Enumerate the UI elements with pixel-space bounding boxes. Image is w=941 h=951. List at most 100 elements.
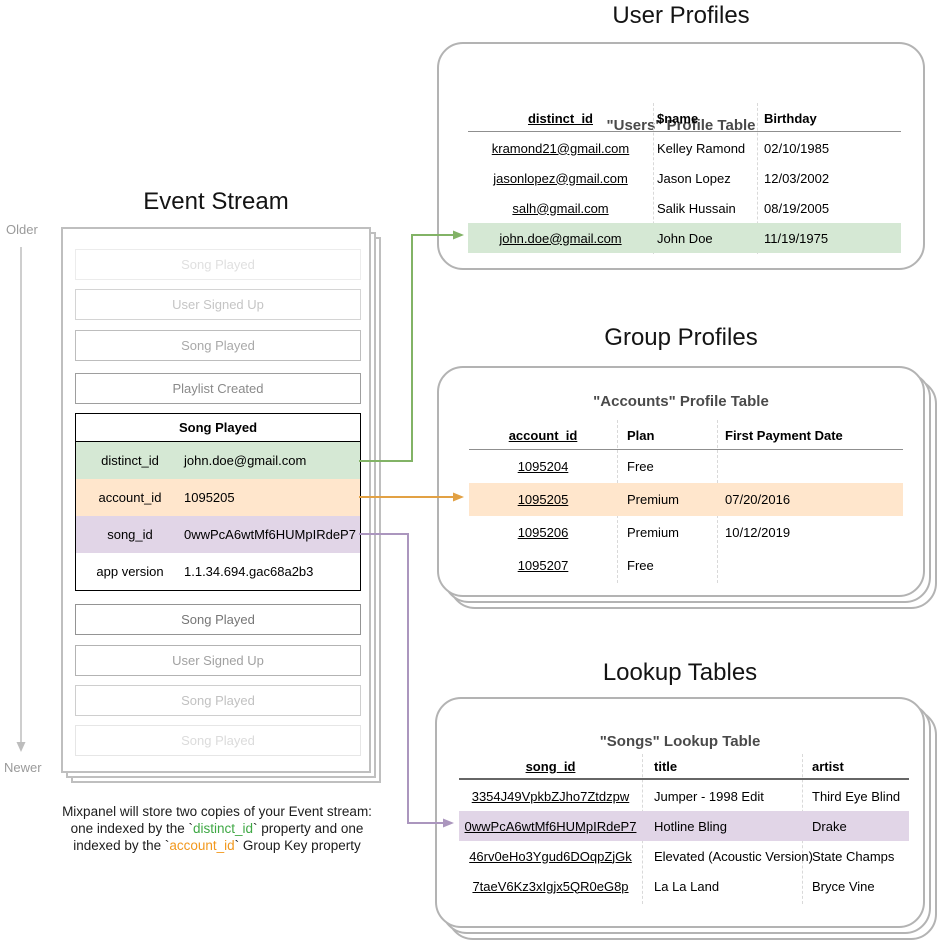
cell-title: La La Land: [654, 878, 720, 894]
group-profiles-title: Group Profiles: [604, 324, 758, 351]
cell-distinct-id: kramond21@gmail.com: [491, 140, 630, 156]
caption-line-2: one indexed by the `distinct_id` propert…: [70, 821, 364, 836]
newer-label: Newer: [4, 760, 42, 775]
event-box: Song Played: [75, 249, 361, 280]
accounts-profile-card: "Accounts" Profile Table account_id Plan…: [437, 366, 925, 597]
cell-plan: Free: [627, 558, 654, 573]
property-key: distinct_id: [101, 453, 159, 468]
column-header: Birthday: [764, 110, 817, 126]
table-row: 1095204 Free: [469, 450, 903, 483]
cell-plan: Premium: [627, 525, 680, 540]
cell-artist: Drake: [812, 818, 847, 834]
property-key: song_id: [107, 527, 153, 542]
users-profile-card: "Users" Profile Table distinct_id $name …: [437, 42, 925, 270]
table-row: 46rv0eHo3Ygud6DOqpZjGk Elevated (Acousti…: [459, 841, 909, 871]
column-header: $name: [657, 110, 699, 126]
cell-birthday: 12/03/2002: [764, 170, 830, 186]
cell-plan: Free: [627, 459, 654, 474]
cell-first-payment: 10/12/2019: [725, 525, 791, 540]
older-label: Older: [6, 222, 38, 237]
cell-birthday: 02/10/1985: [764, 140, 830, 156]
cell-title: Hotline Bling: [654, 818, 727, 834]
property-key: account_id: [98, 490, 162, 505]
songs-table-title: "Songs" Lookup Table: [599, 733, 761, 750]
property-value: 1.1.34.694.gac68a2b3: [184, 564, 314, 579]
cell-song-id: 0wwPcA6wtMf6HUMpIRdeP7: [464, 818, 637, 834]
event-stream-title: Event Stream: [143, 188, 289, 215]
event-box: Song Played: [75, 604, 361, 635]
table-row: 3354J49VpkbZJho7Ztdzpw Jumper - 1998 Edi…: [459, 781, 909, 811]
header-rule: [459, 778, 909, 780]
event-property-app-version: app version 1.1.34.694.gac68a2b3: [76, 553, 360, 590]
table-row: salh@gmail.com Salik Hussain 08/19/2005: [468, 193, 901, 223]
table-row: 1095207 Free: [469, 549, 903, 582]
cell-account-id: 1095204: [517, 459, 569, 474]
cell-artist: Third Eye Blind: [812, 788, 901, 804]
event-property-distinct-id: distinct_id john.doe@gmail.com: [76, 442, 360, 479]
cell-song-id: 46rv0eHo3Ygud6DOqpZjGk: [469, 848, 632, 864]
accounts-table-title: "Accounts" Profile Table: [593, 393, 769, 410]
cell-account-id: 1095207: [517, 558, 569, 573]
users-table: distinct_id $name Birthday kramond21@gma…: [468, 103, 901, 253]
cell-title: Jumper - 1998 Edit: [654, 788, 764, 804]
cell-artist: State Champs: [812, 848, 895, 864]
event-property-account-id: account_id 1095205: [76, 479, 360, 516]
cell-distinct-id: salh@gmail.com: [512, 200, 609, 216]
cell-account-id: 1095206: [517, 525, 569, 540]
focused-event-name: Song Played: [76, 414, 360, 442]
table-row-highlighted: 0wwPcA6wtMf6HUMpIRdeP7 Hotline Bling Dra…: [459, 811, 909, 841]
event-box: User Signed Up: [75, 289, 361, 320]
table-row: kramond21@gmail.com Kelley Ramond 02/10/…: [468, 133, 901, 163]
time-axis-arrow: [16, 247, 26, 752]
diagram-caption: Mixpanel will store two copies of your E…: [10, 803, 424, 854]
column-header: distinct_id: [527, 110, 593, 126]
header-rule: [469, 449, 903, 450]
column-divider: [653, 103, 654, 254]
users-table-title: "Users" Profile Table: [606, 117, 756, 134]
table-header-row: song_id title artist: [459, 751, 909, 781]
table-row-highlighted: 1095205 Premium 07/20/2016: [469, 483, 903, 516]
songs-lookup-card: "Songs" Lookup Table song_id title artis…: [435, 697, 925, 928]
column-header: account_id: [508, 427, 578, 443]
column-header: First Payment Date: [725, 427, 843, 443]
property-value: john.doe@gmail.com: [184, 453, 307, 468]
property-value: 0wwPcA6wtMf6HUMpIRdeP7: [184, 527, 356, 542]
column-header: Plan: [627, 427, 655, 443]
cell-title: Elevated (Acoustic Version): [654, 848, 813, 864]
column-header: song_id: [525, 758, 576, 774]
cell-name: Kelley Ramond: [657, 140, 746, 156]
table-row-highlighted: john.doe@gmail.com John Doe 11/19/1975: [468, 223, 901, 253]
cell-plan: Premium: [627, 492, 680, 507]
cell-song-id: 3354J49VpkbZJho7Ztdzpw: [471, 788, 630, 804]
column-divider: [757, 103, 758, 254]
column-header: title: [654, 758, 678, 774]
property-value: 1095205: [184, 490, 235, 505]
cell-distinct-id: john.doe@gmail.com: [499, 230, 622, 246]
table-row: 7taeV6Kz3xIgjx5QR0eG8p La La Land Bryce …: [459, 871, 909, 901]
songs-table: song_id title artist 3354J49VpkbZJho7Ztd…: [459, 751, 909, 901]
header-rule: [468, 131, 901, 132]
column-header: artist: [812, 758, 844, 774]
cell-name: Salik Hussain: [657, 200, 736, 216]
accounts-table: account_id Plan First Payment Date 10952…: [469, 420, 903, 582]
event-box: User Signed Up: [75, 645, 361, 676]
lookup-tables-title: Lookup Tables: [602, 659, 758, 686]
cell-account-id: 1095205: [517, 492, 569, 507]
table-header-row: account_id Plan First Payment Date: [469, 420, 903, 450]
table-row: jasonlopez@gmail.com Jason Lopez 12/03/2…: [468, 163, 901, 193]
cell-distinct-id: jasonlopez@gmail.com: [493, 170, 628, 186]
cell-name: Jason Lopez: [657, 170, 731, 186]
cell-first-payment: 07/20/2016: [725, 492, 791, 507]
cell-name: John Doe: [657, 230, 713, 246]
distinct-id-code: distinct_id: [192, 821, 254, 836]
caption-line-1: Mixpanel will store two copies of your E…: [62, 804, 372, 819]
event-stream-container: Song Played User Signed Up Song Played P…: [61, 227, 371, 773]
user-profiles-title: User Profiles: [612, 2, 750, 29]
caption-line-3: indexed by the `account_id` Group Key pr…: [73, 838, 361, 853]
cell-song-id: 7taeV6Kz3xIgjx5QR0eG8p: [472, 878, 629, 894]
event-box: Song Played: [75, 685, 361, 716]
cell-birthday: 11/19/1975: [764, 230, 829, 246]
focused-event-card: Song Played distinct_id john.doe@gmail.c…: [75, 413, 361, 591]
cell-artist: Bryce Vine: [812, 878, 875, 894]
